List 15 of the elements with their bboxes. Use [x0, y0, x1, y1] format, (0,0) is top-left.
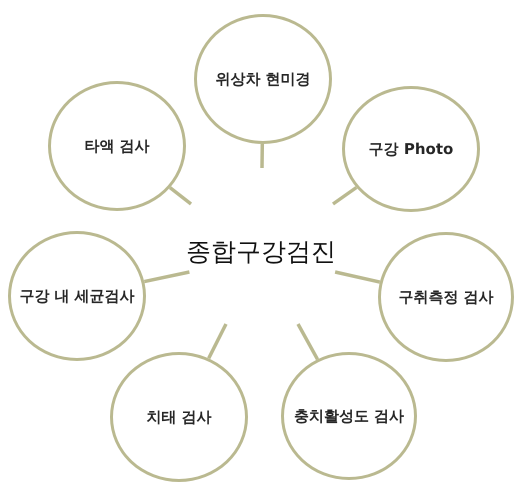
- topic-label: 구강 Photo: [368, 140, 454, 158]
- topic-label: 치태 검사: [146, 408, 212, 426]
- connector-line: [207, 323, 228, 360]
- connector-line: [332, 186, 358, 206]
- connector-line: [260, 144, 264, 168]
- topic-label: 위상차 현미경: [215, 70, 311, 88]
- connector-line: [296, 323, 320, 360]
- connector-line: [334, 270, 380, 284]
- topic-label: 타액 검사: [84, 136, 150, 156]
- connector-line: [144, 270, 190, 284]
- connector-line: [168, 186, 192, 206]
- topic-label: 구강 내 세균검사: [19, 286, 135, 306]
- topic-label: 충치활성도 검사: [294, 406, 404, 426]
- central-topic-label: 종합구강검진: [179, 230, 343, 272]
- topic-label: 구취측정 검사: [398, 288, 494, 306]
